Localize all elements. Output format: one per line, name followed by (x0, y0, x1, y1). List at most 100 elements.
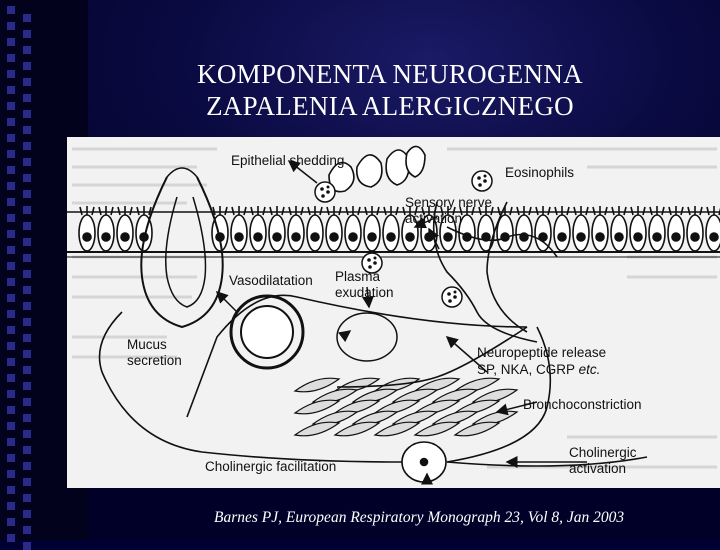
cilia (288, 206, 304, 216)
cilia (250, 206, 266, 216)
smooth-muscle-cell (293, 421, 341, 437)
decorative-square (23, 382, 31, 390)
cilia (706, 206, 720, 216)
decorative-square (7, 454, 15, 462)
slide-title: KOMPONENTA NEUROGENNA ZAPALENIA ALERGICZ… (100, 58, 680, 122)
decorative-square (7, 486, 15, 494)
faint-background-text (72, 147, 717, 469)
smooth-muscle-bundle (293, 377, 519, 437)
decorative-square (23, 30, 31, 38)
decorative-square (23, 238, 31, 246)
label-bronchoconstriction: Bronchoconstriction (523, 397, 642, 412)
decorative-square (23, 350, 31, 358)
label-sensory-nerve-1: Sensory nerve (405, 195, 493, 210)
decorative-square (7, 86, 15, 94)
sensory-nerve-fibres (98, 201, 648, 467)
decorative-square (23, 206, 31, 214)
decorative-square (7, 134, 15, 142)
cell-nucleus (443, 232, 453, 242)
decorative-square (7, 438, 15, 446)
cell-nucleus (101, 232, 111, 242)
cell-nucleus (481, 232, 491, 242)
citation: Barnes PJ, European Respiratory Monograp… (214, 509, 625, 526)
decorative-square (23, 14, 31, 22)
cholinergic-ganglion (401, 441, 447, 483)
decorative-square (23, 158, 31, 166)
decorative-square (23, 526, 31, 534)
decorative-square (7, 214, 15, 222)
label-vasodilatation: Vasodilatation (229, 273, 313, 288)
cilia (516, 206, 532, 216)
decorative-square (7, 70, 15, 78)
decorative-square (7, 294, 15, 302)
mucus-gland (140, 167, 224, 329)
label-neuropeptide-etc: etc. (578, 362, 601, 377)
eosinophil-cells (314, 170, 493, 308)
cell-nucleus (386, 232, 396, 242)
decorative-square (23, 510, 31, 518)
decorative-square (7, 246, 15, 254)
cell-nucleus (367, 232, 377, 242)
eosinophil-granules (320, 174, 487, 303)
label-plasma-1: Plasma (335, 269, 381, 284)
decorative-square (7, 470, 15, 478)
decorative-square (23, 286, 31, 294)
cilia (269, 206, 285, 216)
decorative-square (23, 334, 31, 342)
decorative-square (7, 358, 15, 366)
label-cholinergic-activation-1: Cholinergic (569, 445, 637, 460)
label-mucus-2: secretion (127, 353, 182, 368)
blood-vessel (229, 294, 305, 370)
decorative-square (23, 414, 31, 422)
cilia (136, 206, 152, 216)
cell-nucleus (709, 232, 719, 242)
decorative-square (7, 198, 15, 206)
label-neuropeptide-2: SP, NKA, CGRP etc. (477, 362, 600, 377)
decorative-square (23, 542, 31, 550)
decorative-square (7, 518, 15, 526)
cell-nucleus (557, 232, 567, 242)
cell-nucleus (234, 232, 244, 242)
decorative-square (7, 278, 15, 286)
cell-nucleus (348, 232, 358, 242)
decorative-square (7, 342, 15, 350)
cilia (573, 206, 589, 216)
cilia (79, 206, 95, 216)
title-line-2: ZAPALENIA ALERGICZNEGO (206, 91, 574, 121)
cell-nucleus (291, 232, 301, 242)
cilia (478, 206, 494, 216)
decorative-square (7, 230, 15, 238)
decorative-square (7, 390, 15, 398)
diagram-drawing (67, 145, 720, 485)
decorative-square (23, 398, 31, 406)
decorative-square (23, 302, 31, 310)
label-mucus-1: Mucus (127, 337, 167, 352)
cell-nucleus (82, 232, 92, 242)
cell-nucleus (329, 232, 339, 242)
decorative-square (23, 174, 31, 182)
decorative-square (23, 462, 31, 470)
cell-nucleus (690, 232, 700, 242)
neurogenic-inflammation-diagram: Epithelial shedding Eosinophils Sensory … (67, 137, 720, 488)
cilia (326, 206, 342, 216)
epithelial-cell-layer (67, 206, 720, 258)
smooth-muscle-cell (453, 421, 501, 437)
decorative-square (23, 446, 31, 454)
cilia (364, 206, 380, 216)
cell-nucleus (405, 232, 415, 242)
decorative-square (23, 46, 31, 54)
decorative-square (7, 22, 15, 30)
decorative-square (23, 270, 31, 278)
cilia (383, 206, 399, 216)
decorative-square (23, 110, 31, 118)
arrows (215, 160, 587, 485)
decorative-square (23, 494, 31, 502)
label-neuropeptide-list: SP, NKA, CGRP (477, 362, 575, 377)
cell-nucleus (595, 232, 605, 242)
decorative-square (23, 254, 31, 262)
decorative-square (23, 142, 31, 150)
decorative-square (23, 430, 31, 438)
label-eosinophils: Eosinophils (505, 165, 575, 180)
cilia (459, 206, 475, 216)
cilia (345, 206, 361, 216)
